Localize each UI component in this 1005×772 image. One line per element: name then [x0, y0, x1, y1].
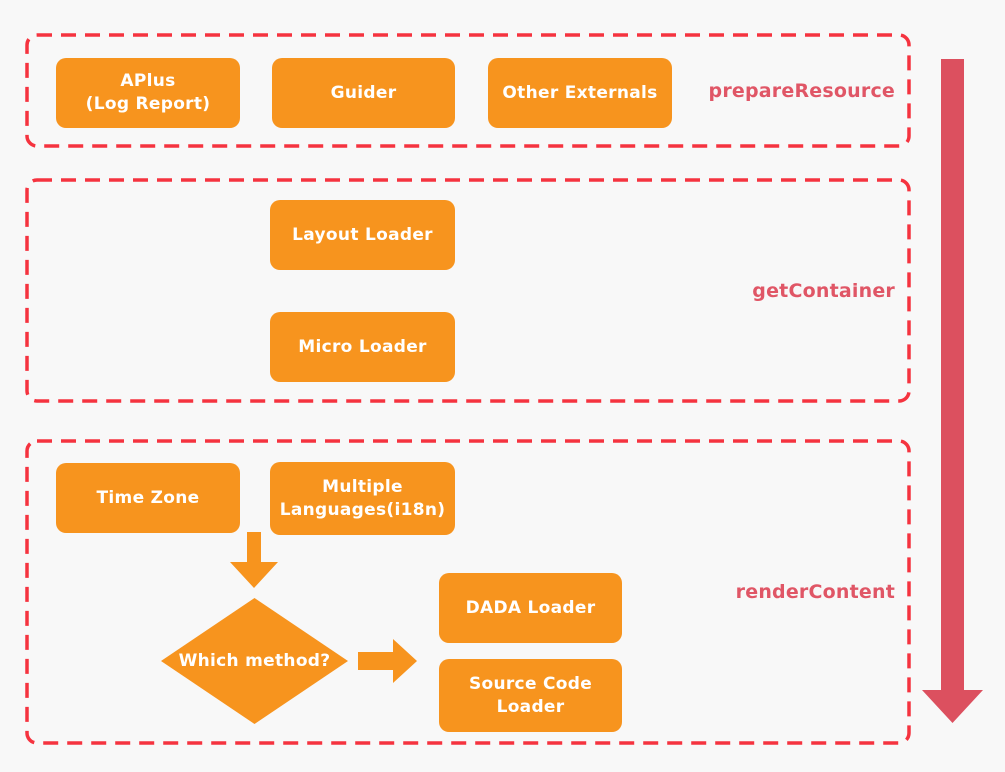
flow-direction-arrow-icon	[922, 59, 983, 723]
node-multiple-languages: Multiple Languages(i18n)	[270, 462, 455, 535]
dashed-border	[25, 33, 911, 148]
node-source-code-loader: Source Code Loader	[439, 659, 622, 732]
node-other-externals: Other Externals	[488, 58, 672, 128]
node-guider: Guider	[272, 58, 455, 128]
node-aplus-log-report: APlus (Log Report)	[56, 58, 240, 128]
decision-label: Which method?	[178, 651, 331, 671]
phase-label-get-container: getContainer	[752, 279, 895, 302]
right-arrow-icon	[358, 639, 417, 683]
node-layout-loader: Layout Loader	[270, 200, 455, 270]
section-get-container: getContainer	[25, 178, 911, 403]
node-time-zone: Time Zone	[56, 463, 240, 533]
down-arrow-icon	[230, 532, 278, 588]
dashed-border	[25, 178, 911, 403]
phase-label-render-content: renderContent	[735, 581, 895, 603]
node-dada-loader: DADA Loader	[439, 573, 622, 643]
node-micro-loader: Micro Loader	[270, 312, 455, 382]
section-prepare-resource: prepareResource	[25, 33, 911, 148]
dashed-border	[25, 439, 911, 745]
phase-label-prepare-resource: prepareResource	[708, 79, 895, 102]
section-render-content: renderContent	[25, 439, 911, 745]
